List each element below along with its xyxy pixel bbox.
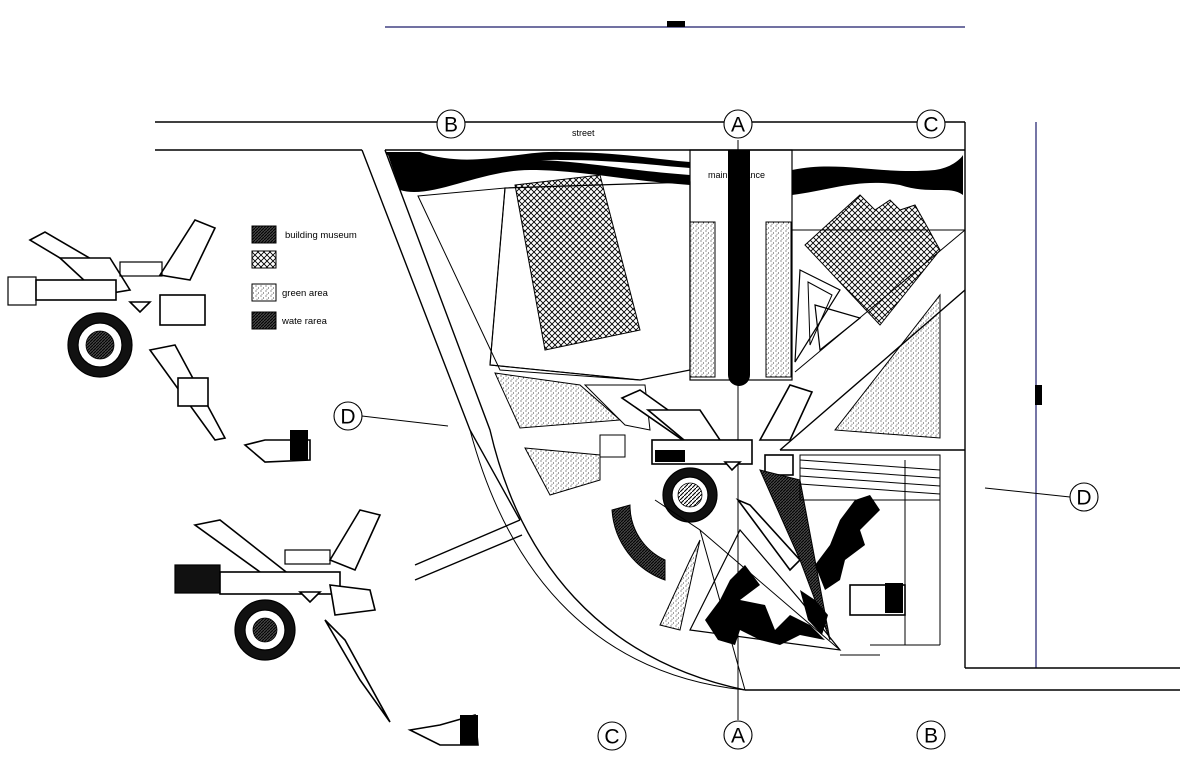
central-building-plan bbox=[599, 384, 814, 572]
site-left-upper bbox=[417, 174, 691, 496]
section-marker-bottom-c: C bbox=[597, 721, 627, 751]
svg-text:D: D bbox=[340, 406, 355, 429]
section-marker-bottom-b: B bbox=[916, 720, 946, 750]
detail-plan-top bbox=[7, 219, 227, 441]
legend: building museum green area wate rarea bbox=[251, 225, 357, 330]
section-marker-top-b: B bbox=[436, 109, 466, 139]
entrance-strips bbox=[385, 151, 963, 195]
right-reference-line bbox=[1035, 122, 1042, 668]
svg-text:B: B bbox=[924, 725, 938, 748]
legend-swatch-water bbox=[251, 311, 277, 330]
striped-path bbox=[799, 459, 941, 495]
main-entrance-label: main entrance bbox=[708, 170, 765, 180]
top-reference-line bbox=[385, 21, 965, 28]
section-d-line-right bbox=[984, 487, 1071, 498]
legend-label-building: building museum bbox=[285, 230, 357, 241]
site-right-upper bbox=[779, 194, 966, 451]
legend-swatch-building bbox=[251, 225, 277, 244]
svg-text:C: C bbox=[604, 726, 619, 749]
section-marker-bottom-a: A bbox=[723, 720, 753, 750]
street-boundary bbox=[155, 121, 1180, 691]
svg-text:A: A bbox=[731, 114, 745, 137]
street-label: street bbox=[572, 128, 595, 138]
detail-plan-bottom bbox=[174, 509, 391, 723]
legend-swatch-green bbox=[251, 283, 277, 302]
section-d-line-left bbox=[361, 415, 449, 427]
detail-section-bottom bbox=[407, 713, 479, 746]
section-marker-top-a: A bbox=[723, 109, 753, 139]
detail-section-small bbox=[243, 430, 311, 463]
legend-label-water: wate rarea bbox=[281, 316, 328, 327]
svg-text:C: C bbox=[923, 114, 938, 137]
legend-label-green: green area bbox=[282, 288, 329, 299]
site-lower bbox=[611, 454, 941, 691]
section-marker-right-d: D bbox=[1069, 482, 1099, 512]
legend-swatch-crosshatch bbox=[251, 250, 277, 269]
section-marker-top-c: C bbox=[916, 109, 946, 139]
svg-text:B: B bbox=[444, 114, 458, 137]
section-marker-left-d: D bbox=[333, 401, 363, 431]
svg-text:A: A bbox=[731, 725, 745, 748]
svg-text:D: D bbox=[1076, 487, 1091, 510]
